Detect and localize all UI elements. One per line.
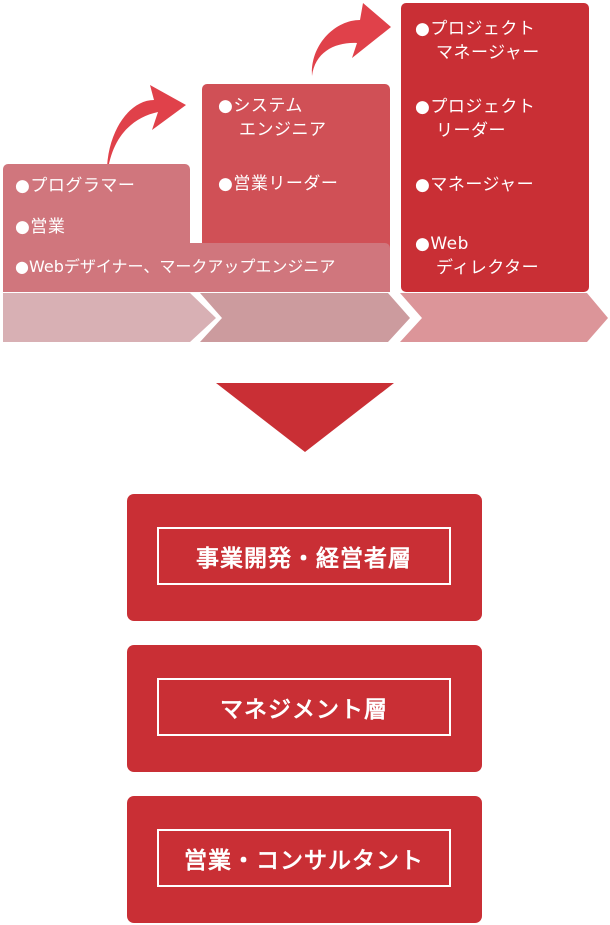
- role-item: ●Webデザイナー、マークアップエンジニア: [15, 257, 336, 276]
- career-graphic: [3, 3, 608, 452]
- curved-arrow-icon: [106, 85, 186, 178]
- role-item: ●プロジェクトリーダー: [415, 97, 536, 141]
- chevron-step-2: [200, 293, 410, 342]
- outcome-label: マネジメント層: [157, 678, 451, 736]
- role-item: ●システムエンジニア: [218, 96, 327, 140]
- role-item: ●マネージャー: [415, 175, 535, 195]
- outcome-label: 事業開発・経営者層: [157, 527, 451, 585]
- outcome-box: 営業・コンサルタント: [127, 796, 482, 923]
- outcome-box: マネジメント層: [127, 645, 482, 772]
- chevron-step-3: [400, 293, 608, 342]
- outcome-box: 事業開発・経営者層: [127, 494, 482, 621]
- shared-role-bar: ●Webデザイナー、マークアップエンジニア: [3, 243, 390, 292]
- chevron-step-1: [3, 293, 216, 342]
- role-item: ●プロジェクトマネージャー: [415, 19, 540, 63]
- role-item: ●営業: [15, 217, 66, 237]
- outcome-label: 営業・コンサルタント: [157, 829, 451, 887]
- role-item: ●営業リーダー: [218, 174, 339, 194]
- curved-arrow-icon: [311, 3, 391, 76]
- down-arrow-icon: [216, 383, 394, 452]
- role-item: ●プログラマー: [15, 176, 136, 196]
